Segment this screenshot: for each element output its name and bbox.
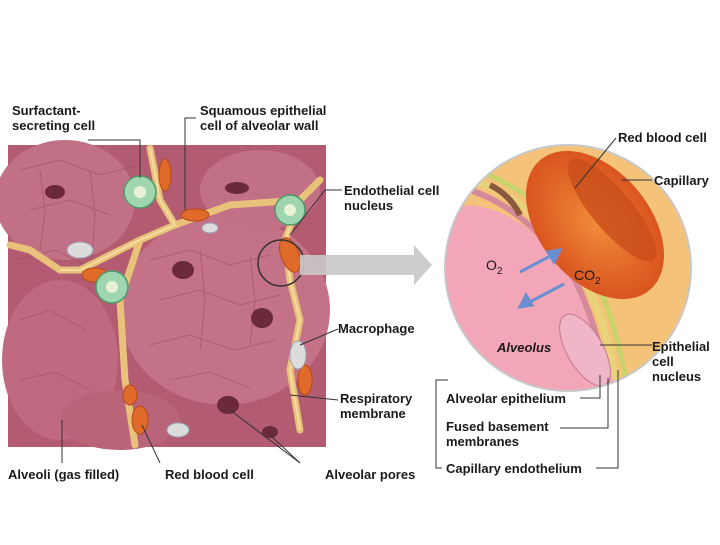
rbc-shape [279, 237, 301, 273]
label-capillary-endothelium: Capillary endothelium [446, 461, 582, 476]
endothelial-nucleus-shape [488, 182, 523, 217]
respiratory-membrane-closeup [444, 144, 692, 392]
label-alveolar-epithelium: Alveolar epithelium [446, 391, 566, 406]
alveolus-sac [60, 390, 180, 450]
alveolar-pore [262, 426, 278, 438]
rbc-shape [180, 208, 210, 222]
leader-lines [61, 117, 652, 469]
alveolar-pore [172, 261, 194, 279]
label-capillary: Capillary [654, 173, 709, 188]
alveolar-pore [225, 182, 249, 194]
alveolar-pore [45, 185, 65, 199]
alveolar-tissue-illustration [0, 140, 330, 450]
alveolar-pore [217, 396, 239, 414]
label-macrophage: Macrophage [338, 321, 415, 336]
label-alveolus: Alveolus [497, 340, 552, 355]
rbc-shape [122, 384, 138, 406]
label-red-blood-cell-right: Red blood cell [618, 130, 707, 145]
label-o2: O2 [486, 257, 503, 277]
zoom-circle-border [444, 144, 692, 392]
alveolus-sac [0, 140, 135, 260]
label-red-blood-cell-left: Red blood cell [165, 467, 254, 482]
alveolar-pore [251, 308, 273, 328]
label-alveoli: Alveoli (gas filled) [8, 467, 120, 482]
rbc-shape [158, 158, 172, 192]
macrophage-cell [66, 241, 94, 259]
macrophage-cell [201, 222, 219, 234]
macrophage-cell [289, 340, 307, 370]
gas-exchange-arrows [517, 248, 565, 309]
rbc-closeup [526, 150, 664, 300]
rbc-shape [297, 364, 313, 396]
label-alveolar-pores: Alveolar pores [325, 467, 416, 482]
rbc-shape [131, 405, 149, 435]
label-co2: CO2 [574, 267, 601, 287]
zoom-arrow [300, 245, 432, 285]
alveolus-sac [120, 215, 330, 405]
macrophage-cell [166, 422, 190, 438]
label-surfactant-cell: Surfactant-secreting cell [12, 103, 96, 133]
